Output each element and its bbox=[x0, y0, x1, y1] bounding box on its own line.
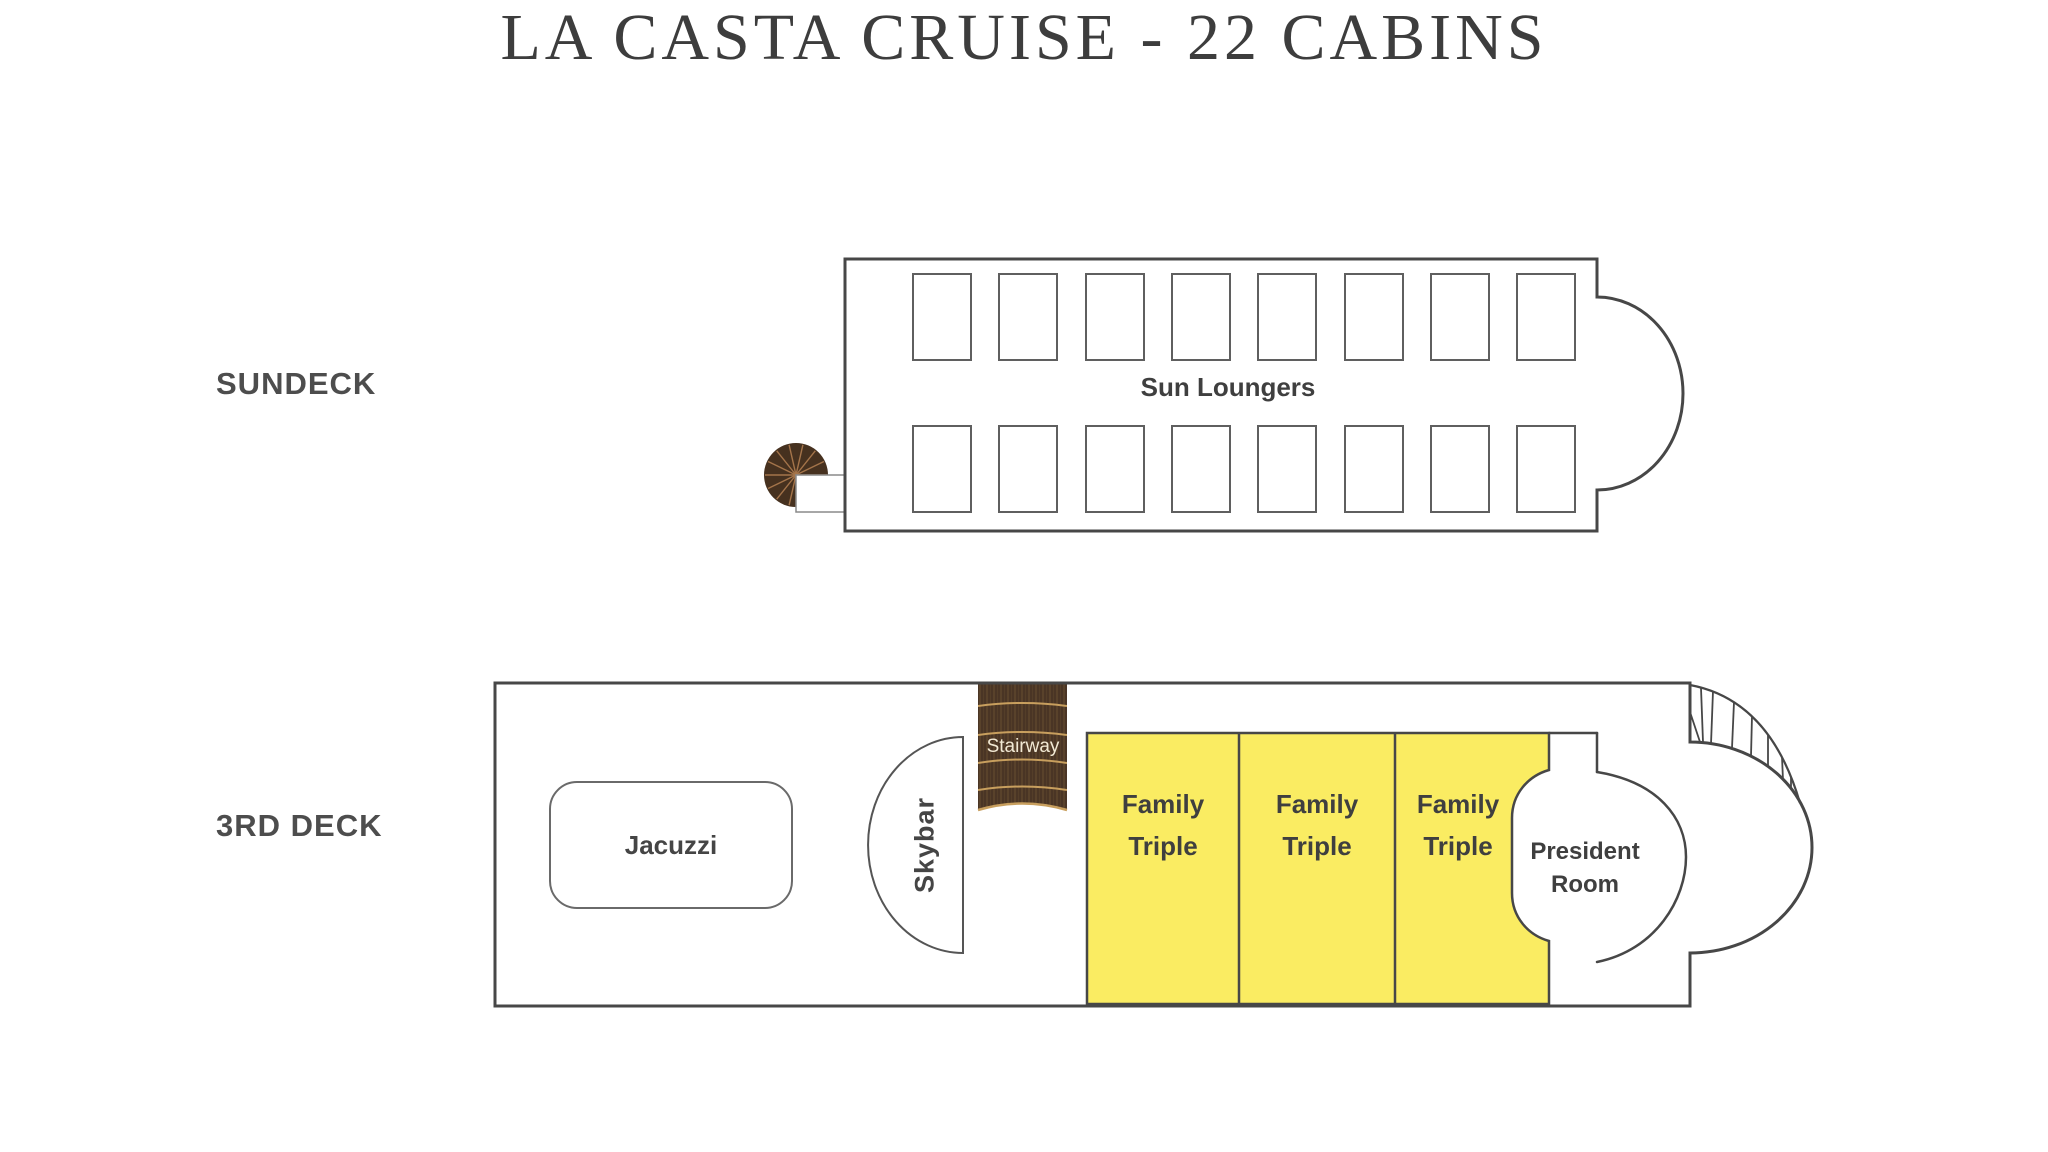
sun-lounger bbox=[1257, 425, 1317, 513]
cabin-label-family-triple-1: Family Triple bbox=[1121, 789, 1205, 861]
spiral-staircase-spoke bbox=[788, 474, 797, 506]
sun-loungers-label: Sun Loungers bbox=[1140, 372, 1316, 402]
spiral-staircase-spoke bbox=[795, 444, 804, 476]
sun-lounger bbox=[998, 273, 1058, 361]
cabin-label-family-triple-3: Family Triple bbox=[1416, 789, 1500, 861]
third-deck-plan bbox=[493, 681, 1814, 1008]
sun-lounger bbox=[1344, 273, 1404, 361]
spiral-staircase-spoke bbox=[776, 474, 797, 500]
sun-lounger bbox=[1430, 273, 1490, 361]
sun-lounger bbox=[1085, 273, 1145, 361]
third-deck-hull-outline bbox=[493, 681, 1814, 1008]
spiral-staircase bbox=[764, 443, 846, 513]
spiral-staircase-spoke bbox=[776, 450, 797, 476]
spiral-staircase-spoke bbox=[767, 474, 797, 490]
jacuzzi-label: Jacuzzi bbox=[624, 830, 718, 860]
staircase-landing bbox=[795, 474, 846, 513]
stairway-steps bbox=[978, 702, 1067, 791]
sun-lounger bbox=[1085, 425, 1145, 513]
stairway-label: Stairway bbox=[986, 736, 1060, 757]
skybar-label: Skybar bbox=[909, 796, 940, 894]
spiral-staircase-spoke bbox=[795, 460, 825, 476]
president-room-label: President Room bbox=[1530, 838, 1640, 898]
spiral-staircase-spoke bbox=[767, 460, 797, 476]
sun-lounger bbox=[1516, 273, 1576, 361]
family-triple-cabins-block bbox=[1085, 731, 1551, 1006]
page-title: LA CASTA CRUISE - 22 CABINS bbox=[500, 1, 1548, 74]
sundeck-plan bbox=[764, 257, 1685, 533]
president-room-outline bbox=[1547, 731, 1688, 964]
sun-loungers-group bbox=[912, 273, 1576, 513]
spiral-staircase-spoke bbox=[795, 450, 816, 476]
sun-lounger bbox=[1171, 425, 1231, 513]
cabin-label-family-triple-2: Family Triple bbox=[1275, 789, 1359, 861]
sun-lounger bbox=[912, 273, 972, 361]
sun-lounger bbox=[1516, 425, 1576, 513]
stairway-shape bbox=[978, 683, 1067, 810]
sun-lounger bbox=[1257, 273, 1317, 361]
sun-lounger bbox=[1344, 425, 1404, 513]
sun-lounger bbox=[912, 425, 972, 513]
sun-lounger bbox=[1430, 425, 1490, 513]
sun-lounger bbox=[1171, 273, 1231, 361]
sun-lounger bbox=[998, 425, 1058, 513]
sundeck-label: SUNDECK bbox=[216, 366, 377, 401]
sundeck-hull-outline bbox=[843, 257, 1685, 533]
skybar-shape bbox=[867, 735, 964, 955]
third-deck-label: 3RD DECK bbox=[216, 808, 383, 843]
bow-stairs-hatch bbox=[1689, 683, 1802, 804]
stairway-bottom-edge bbox=[977, 802, 1068, 812]
spiral-staircase-spoke bbox=[788, 444, 797, 476]
jacuzzi-shape bbox=[549, 781, 793, 909]
